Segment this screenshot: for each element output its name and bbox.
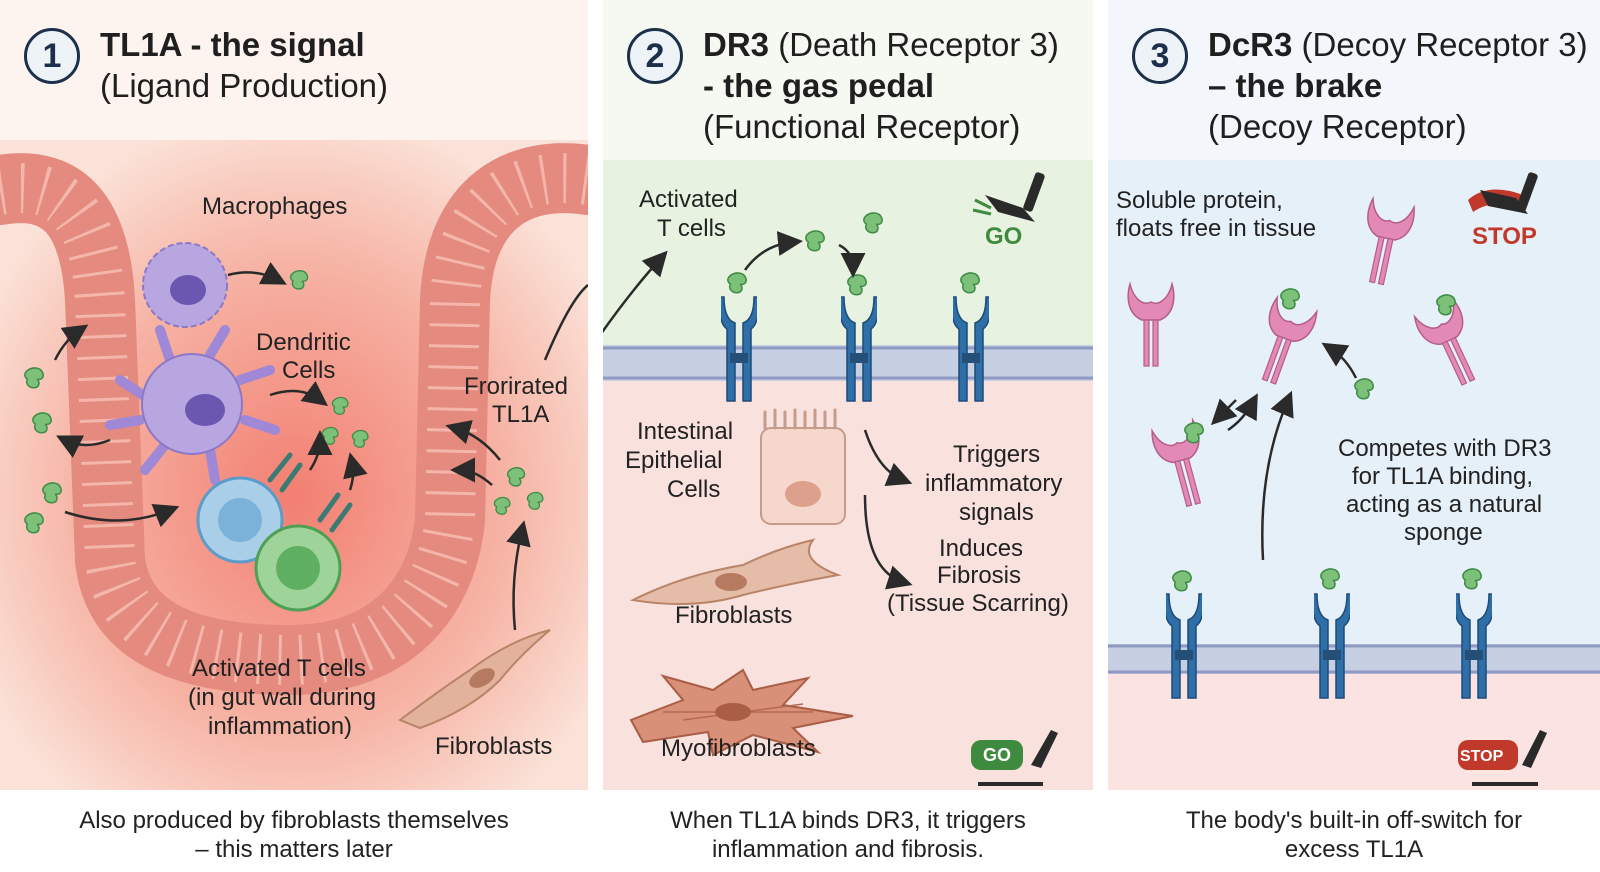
gut-wall: [0, 143, 588, 696]
step-number-2: 2: [627, 28, 683, 84]
panel2-footer-line1: When TL1A binds DR3, it triggers: [670, 807, 1026, 834]
fibroblast-cell: [629, 538, 842, 605]
dendritic-cell: [105, 325, 280, 485]
label-soluble-1: Soluble protein,: [1116, 187, 1283, 214]
panel3-footer-line2: excess TL1A: [1284, 836, 1424, 863]
label-dendritic-2: Cells: [282, 357, 336, 384]
panel1-footer: Also produced by fibroblasts themselves …: [0, 806, 588, 864]
panel1-subtitle: (Ligand Production): [100, 67, 389, 104]
panel1-illustration: [0, 0, 588, 872]
macrophage-cell: [142, 242, 228, 328]
panel1-footer-line1: Also produced by fibroblasts themselves: [79, 807, 509, 834]
panel3-title-rest: (Decoy Receptor 3): [1292, 26, 1588, 63]
panel2-illustration: [603, 0, 1093, 872]
panel3-title-bold: DcR3: [1208, 26, 1293, 63]
label-frorirated-2: TL1A: [492, 401, 550, 428]
panel2-subtitle: (Functional Receptor): [703, 108, 1021, 145]
t-cell-blue: [196, 476, 284, 564]
brake-pedal-small-icon: [1458, 730, 1547, 786]
label-triggers-1: Triggers: [953, 441, 1041, 468]
label-frorirated-1: Frorirated: [464, 373, 569, 400]
panel2-footer-line2: inflammation and fibrosis.: [711, 836, 985, 863]
panel1-title: TL1A - the signal: [100, 26, 365, 63]
brake-pedal-icon: [1468, 172, 1538, 214]
panel-dr3: 2 DR3 (Death Receptor 3) - the gas pedal…: [603, 0, 1093, 872]
label-intestinal-1: Intestinal: [637, 418, 734, 445]
panel-dcr3: 3 DcR3 (Decoy Receptor 3) – the brake (D…: [1108, 0, 1600, 872]
panel2-title-rest: (Death Receptor 3): [769, 26, 1059, 63]
label-intestinal-2: Epithelial: [625, 447, 723, 474]
panel3-subtitle: (Decoy Receptor): [1208, 108, 1467, 145]
label-intestinal-3: Cells: [667, 476, 721, 503]
go-badge-label: GO: [985, 223, 1023, 250]
label-competes-3: acting as a natural: [1346, 491, 1543, 518]
label-competes-4: sponge: [1404, 519, 1483, 546]
panel3-illustration: [1108, 0, 1600, 872]
label-activated-2: T cells: [657, 215, 726, 242]
label-activated-1: Activated T cells: [192, 655, 366, 682]
step-number-3: 3: [1132, 28, 1188, 84]
label-induces-1: Induces: [939, 535, 1024, 562]
step-number-1: 1: [24, 28, 80, 84]
label-induces-3: (Tissue Scarring): [887, 590, 1069, 617]
panel3-title-line2: – the brake: [1208, 67, 1383, 104]
label-fibroblasts: Fibroblasts: [675, 602, 793, 629]
label-activated-3: inflammation): [208, 713, 353, 740]
label-induces-2: Fibrosis: [937, 562, 1022, 589]
panel-tl1a: 1 TL1A - the signal (Ligand Production) …: [0, 0, 588, 872]
gas-pedal-small-icon: [971, 730, 1058, 786]
panel3-footer: The body's built-in off-switch for exces…: [1108, 806, 1600, 864]
stop-badge-label: STOP: [1472, 223, 1537, 250]
panel2-title-bold: DR3: [703, 26, 770, 63]
label-activated-1: Activated: [639, 186, 738, 213]
panel2-title-line2: - the gas pedal: [703, 67, 935, 104]
t-cell-green: [254, 524, 342, 612]
label-fibroblasts: Fibroblasts: [435, 733, 553, 760]
label-activated-2: (in gut wall during: [188, 684, 377, 711]
panel1-footer-line2: – this matters later: [195, 836, 393, 863]
epithelial-cell: [760, 408, 846, 525]
stop-small-label: STOP: [1460, 748, 1504, 765]
go-small-label: GO: [983, 745, 1012, 765]
gas-pedal-icon: [972, 172, 1045, 222]
label-myofibroblasts: Myofibroblasts: [661, 735, 816, 762]
label-competes-1: Competes with DR3: [1338, 435, 1552, 462]
label-triggers-3: signals: [959, 499, 1034, 526]
panel3-footer-line1: The body's built-in off-switch for: [1185, 807, 1523, 834]
label-triggers-2: inflammatory: [925, 470, 1063, 497]
label-dendritic-1: Dendritic: [256, 329, 351, 356]
label-macrophages: Macrophages: [202, 193, 348, 220]
panel2-footer: When TL1A binds DR3, it triggers inflamm…: [603, 806, 1093, 864]
label-competes-2: for TL1A binding,: [1352, 463, 1534, 490]
label-soluble-2: floats free in tissue: [1116, 215, 1317, 242]
